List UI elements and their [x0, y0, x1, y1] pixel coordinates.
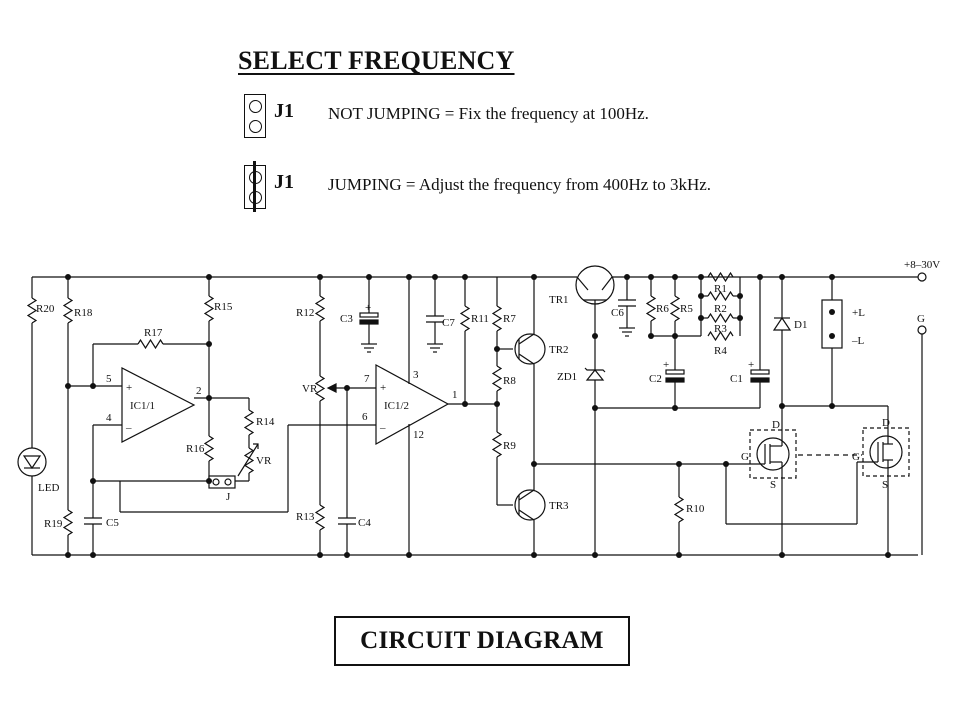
r18-label: R18	[74, 307, 93, 319]
r2-label: R2	[714, 303, 727, 315]
jumper-open-icon	[244, 94, 266, 138]
r16-label: R16	[186, 443, 205, 455]
load-positive-label: +L	[852, 307, 865, 319]
r20-label: R20	[36, 303, 55, 315]
j-label: J	[226, 491, 231, 503]
c2-plus: +	[663, 359, 669, 371]
r5-label: R5	[680, 303, 693, 315]
pin-2-label: 2	[196, 385, 202, 397]
c6-label: C6	[611, 307, 624, 319]
ground-label: G	[917, 313, 925, 325]
jumper-label: J1	[274, 171, 294, 193]
r1-label: R1	[714, 283, 727, 295]
pin-6-label: 6	[362, 411, 368, 423]
ic1-2-plus: +	[380, 382, 386, 394]
r8-label: R8	[503, 375, 516, 387]
load-negative-label: –L	[851, 335, 865, 347]
pin-1-label: 1	[452, 389, 458, 401]
r11-label: R11	[471, 313, 489, 325]
r9-label: R9	[503, 440, 516, 452]
junction-dots	[65, 274, 891, 558]
r14-label: R14	[256, 416, 275, 428]
ic1-1-minus: –	[125, 422, 132, 434]
r13-label: R13	[296, 511, 315, 523]
tr3-label: TR3	[549, 500, 569, 512]
r4-label: R4	[714, 345, 727, 357]
ic1-1-plus: +	[126, 382, 132, 394]
pin-5-label: 5	[106, 373, 112, 385]
mosfet1-drain-label: D	[772, 419, 780, 431]
zd1-label: ZD1	[557, 371, 577, 383]
c1-label: C1	[730, 373, 743, 385]
r3-label: R3	[714, 323, 727, 335]
ic1-2-minus: –	[379, 422, 386, 434]
tr1-label: TR1	[549, 294, 569, 306]
r7-label: R7	[503, 313, 516, 325]
r10-label: R10	[686, 503, 705, 515]
pin-7-label: 7	[364, 373, 370, 385]
c3-plus: +	[365, 302, 371, 314]
c1-plus: +	[748, 359, 754, 371]
pin-4-label: 4	[106, 412, 112, 424]
jumper-description: NOT JUMPING = Fix the frequency at 100Hz…	[328, 104, 649, 123]
c3-label: C3	[340, 313, 353, 325]
c7-label: C7	[442, 317, 455, 329]
r19-label: R19	[44, 518, 63, 530]
r17-label: R17	[144, 327, 163, 339]
c5-label: C5	[106, 517, 119, 529]
ic1-2-label: IC1/2	[384, 400, 409, 412]
ic1-1-label: IC1/1	[130, 400, 155, 412]
select-frequency-title: SELECT FREQUENCY	[238, 46, 515, 75]
c2-label: C2	[649, 373, 662, 385]
mosfet2-drain-label: D	[882, 417, 890, 429]
r6-label: R6	[656, 303, 669, 315]
r15-label: R15	[214, 301, 233, 313]
jumper-closed-icon	[244, 161, 266, 212]
vr-pot-label: VR	[256, 455, 272, 467]
vr-label: VR	[302, 383, 318, 395]
pin-3-label: 3	[413, 369, 419, 381]
mosfet2-gate-label: G	[852, 451, 860, 463]
led-label: LED	[38, 482, 59, 494]
jumper-description: JUMPING = Adjust the frequency from 400H…	[328, 175, 712, 194]
mosfet1-source-label: S	[770, 479, 776, 491]
mosfet2-source-label: S	[882, 479, 888, 491]
tr2-label: TR2	[549, 344, 569, 356]
mosfet1-gate-label: G	[741, 451, 749, 463]
supply-label: +8–30V	[904, 259, 940, 271]
c4-label: C4	[358, 517, 371, 529]
circuit-diagram-title: CIRCUIT DIAGRAM	[334, 616, 630, 666]
pin-12-label: 12	[413, 429, 424, 441]
jumper-label: J1	[274, 100, 294, 122]
r12-label: R12	[296, 307, 314, 319]
d1-label: D1	[794, 319, 807, 331]
